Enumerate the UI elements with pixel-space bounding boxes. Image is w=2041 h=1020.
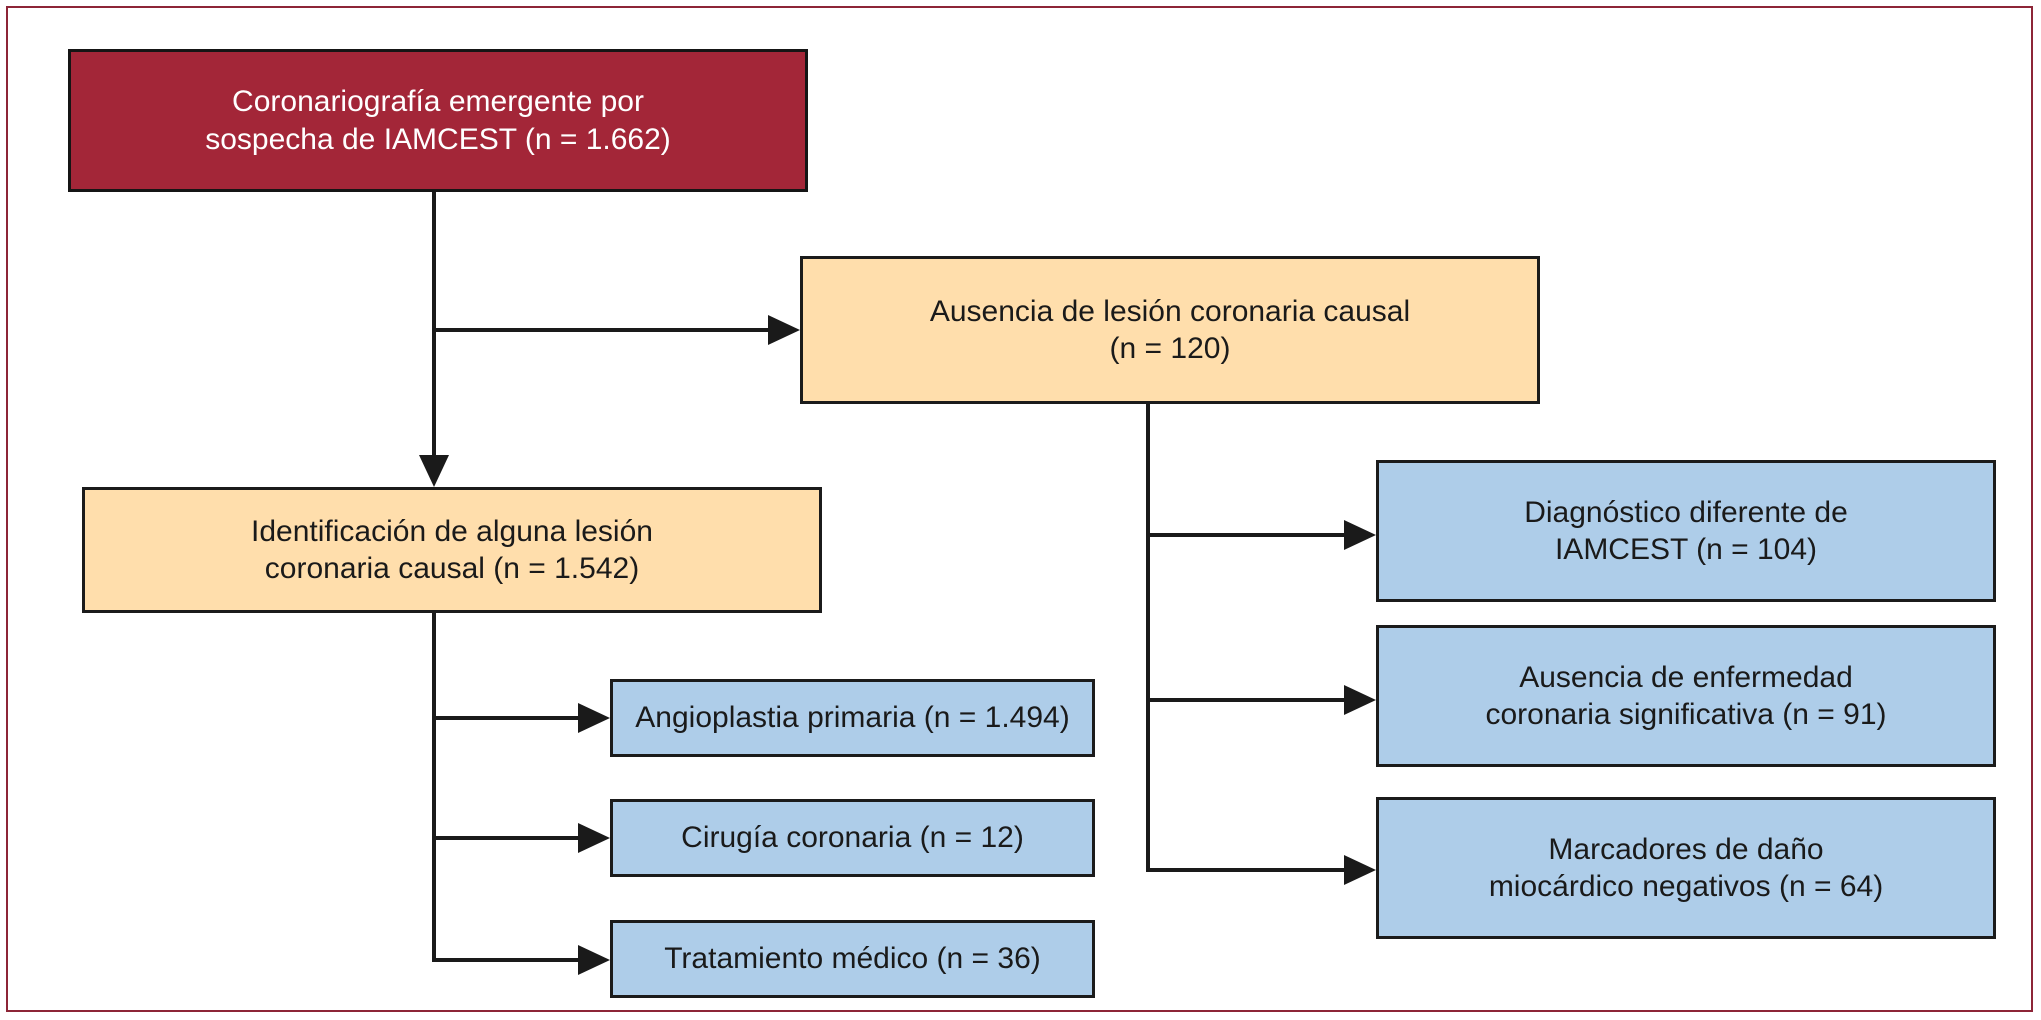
node-lesion-label: Identificación de alguna lesión coronari…: [251, 514, 653, 585]
edge-lesion-to-angioplastia: [434, 703, 610, 733]
node-medico[interactable]: Tratamiento médico (n = 36): [610, 920, 1095, 998]
edge-lesion-to-medico: [434, 945, 610, 975]
node-cirugia-label: Cirugía coronaria (n = 12): [681, 821, 1024, 855]
node-sin-enfermedad-label: Ausencia de enfermedad coronaria signifi…: [1485, 660, 1887, 731]
node-no-lesion-label: Ausencia de lesión coronaria causal (n =…: [929, 294, 1411, 365]
edge-no-lesion-to-sin-enfermedad: [1148, 685, 1376, 715]
node-medico-label: Tratamiento médico (n = 36): [664, 942, 1041, 976]
node-angioplastia[interactable]: Angioplastia primaria (n = 1.494): [610, 679, 1095, 757]
node-marcadores-label: Marcadores de daño miocárdico negativos …: [1488, 832, 1884, 903]
edge-no-lesion-to-dx-diferente: [1148, 520, 1376, 550]
node-no-lesion[interactable]: Ausencia de lesión coronaria causal (n =…: [800, 256, 1540, 404]
edge-root-to-lesion: [419, 192, 449, 487]
node-root[interactable]: Coronariografía emergente por sospecha d…: [68, 49, 808, 192]
node-sin-enfermedad[interactable]: Ausencia de enfermedad coronaria signifi…: [1376, 625, 1996, 767]
node-marcadores[interactable]: Marcadores de daño miocárdico negativos …: [1376, 797, 1996, 939]
node-angioplastia-label: Angioplastia primaria (n = 1.494): [635, 701, 1070, 735]
node-root-label: Coronariografía emergente por sospecha d…: [205, 85, 671, 156]
node-lesion[interactable]: Identificación de alguna lesión coronari…: [82, 487, 822, 613]
edge-lesion-to-cirugia: [434, 823, 610, 853]
node-cirugia[interactable]: Cirugía coronaria (n = 12): [610, 799, 1095, 877]
edge-root-to-no-lesion: [434, 315, 800, 345]
node-dx-diferente-label: Diagnóstico diferente de IAMCEST (n = 10…: [1524, 495, 1848, 566]
edge-no-lesion-to-marcadores: [1148, 855, 1376, 885]
node-dx-diferente[interactable]: Diagnóstico diferente de IAMCEST (n = 10…: [1376, 460, 1996, 602]
